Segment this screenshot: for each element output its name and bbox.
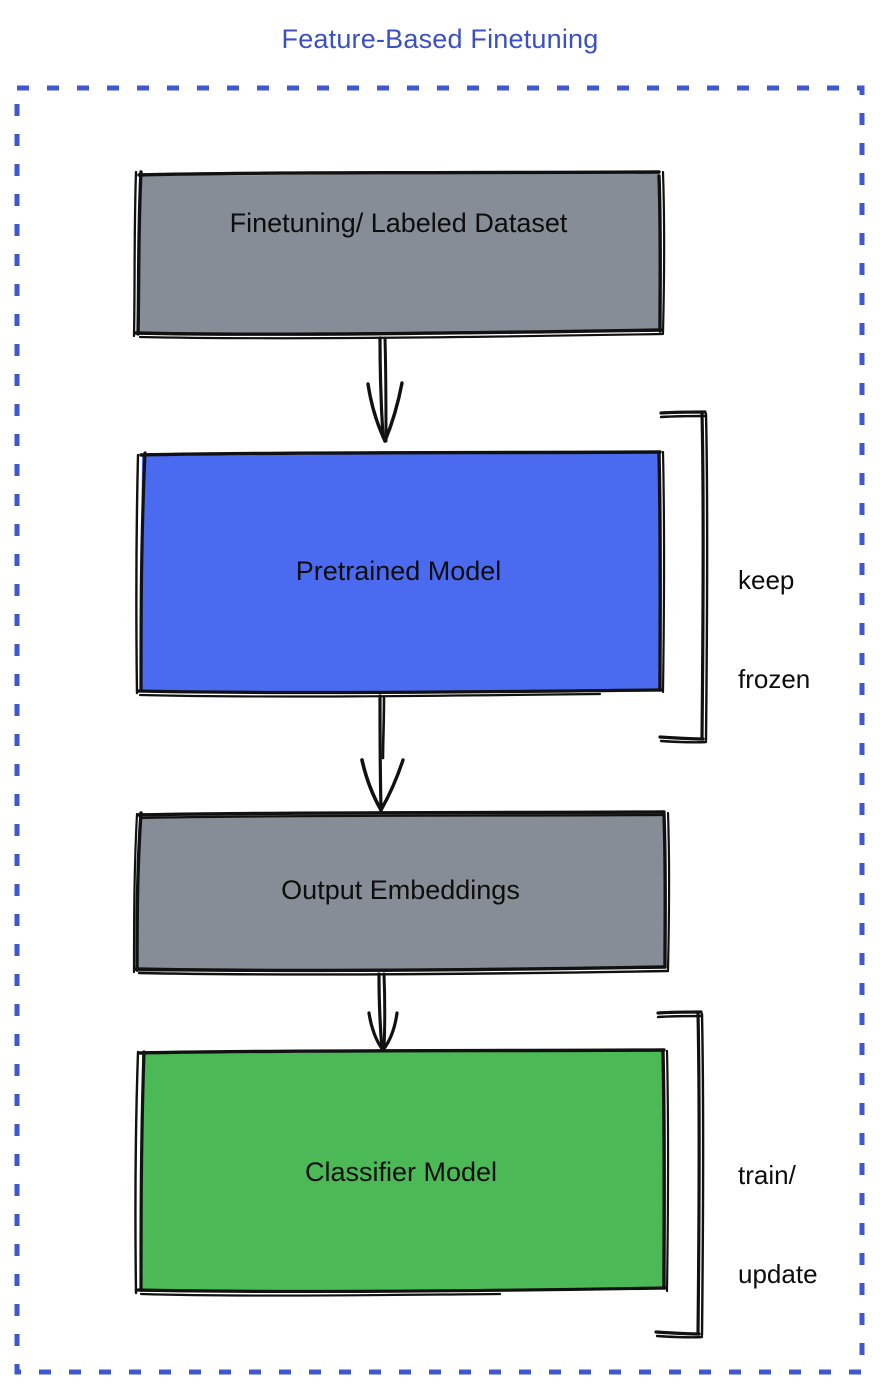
node-output-embeddings-hit[interactable]: [136, 812, 665, 972]
node-label-classifier-model: Classifier Model: [304, 1157, 498, 1187]
bracket-label-train-update-line1: train/: [738, 1159, 796, 1190]
node-label-pretrained-model: Pretrained Model: [295, 556, 502, 586]
node-label-finetuning-dataset: Finetuning/ Labeled Dataset: [229, 208, 568, 238]
node-pretrained-model-hit[interactable]: [137, 452, 660, 692]
node-label-output-embeddings: Output Embeddings: [281, 875, 520, 905]
node-finetuning-dataset-hit[interactable]: [137, 172, 660, 335]
bracket-label-train-update: train/ update: [738, 1092, 818, 1358]
bracket-label-train-update-line2: update: [738, 1259, 818, 1290]
node-classifier-model-hit[interactable]: [137, 1050, 665, 1292]
bracket-label-keep-frozen: keep frozen: [738, 497, 810, 763]
bracket-label-keep-frozen-line1: keep: [738, 564, 795, 595]
bracket-label-keep-frozen-line2: frozen: [738, 664, 811, 695]
page-title: Feature-Based Finetuning: [281, 24, 599, 54]
